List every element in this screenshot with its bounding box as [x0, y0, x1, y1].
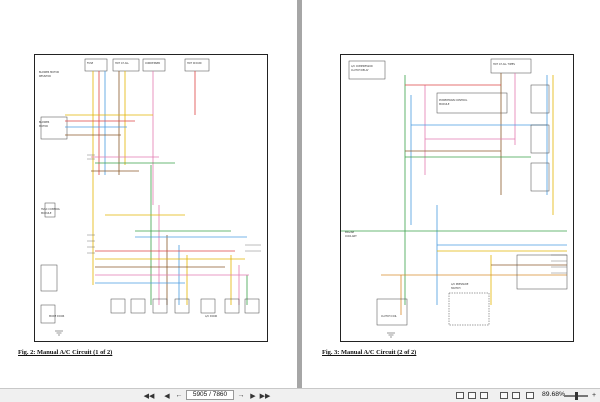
back-icon[interactable]: ← — [175, 392, 183, 399]
first-page-icon[interactable]: ◀◀ — [143, 392, 155, 400]
svg-text:MODE DOOR: MODE DOOR — [49, 315, 65, 318]
diagram-sheet-left: FUSE HOT AT ALL CONDENSER HOT IN RUN BLOWE… — [34, 54, 268, 342]
svg-text:POWERTRAIN CONTROL: POWERTRAIN CONTROL — [439, 99, 468, 102]
svg-text:A/C DOOR: A/C DOOR — [205, 315, 217, 318]
svg-text:CLUTCH COIL: CLUTCH COIL — [381, 315, 397, 318]
figure-caption-left: Fig. 2: Manual A/C Circuit (1 of 2) — [18, 349, 113, 356]
document-viewport[interactable]: FUSE HOT AT ALL CONDENSER HOT IN RUN BLOWE… — [0, 0, 600, 388]
single-page-icon[interactable] — [456, 392, 464, 399]
svg-text:CLUTCH RELAY: CLUTCH RELAY — [351, 69, 369, 72]
next-page-icon[interactable]: ▶ — [250, 392, 256, 400]
svg-text:FUSE: FUSE — [87, 62, 94, 65]
svg-text:BLOWER: BLOWER — [39, 121, 50, 124]
fit-page-icon[interactable] — [512, 392, 520, 399]
zoom-level: 89.68% — [542, 391, 566, 398]
forward-icon[interactable]: → — [237, 392, 245, 399]
scroll-icon[interactable] — [480, 392, 488, 399]
svg-text:ENGINE: ENGINE — [345, 231, 355, 234]
svg-text:HOT IN RUN: HOT IN RUN — [187, 62, 202, 65]
zoom-slider-handle[interactable] — [575, 392, 578, 400]
two-page-icon[interactable] — [468, 392, 476, 399]
svg-text:BLOWER MOTOR: BLOWER MOTOR — [39, 71, 59, 74]
prev-page-icon[interactable]: ◀ — [164, 392, 170, 400]
status-bar: ◀◀ ◀ ← → ▶ ▶▶ 89.68% + — [0, 388, 600, 402]
svg-text:MODULE: MODULE — [41, 212, 52, 215]
svg-text:A/C PRESSURE: A/C PRESSURE — [451, 283, 469, 286]
zoom-out-icon[interactable] — [526, 392, 534, 399]
zoom-in-icon[interactable]: + — [591, 392, 597, 399]
svg-text:CONDENSER: CONDENSER — [145, 62, 161, 65]
fit-width-icon[interactable] — [500, 392, 508, 399]
figure-caption-right: Fig. 3: Manual A/C Circuit (2 of 2) — [322, 349, 417, 356]
page-left: FUSE HOT AT ALL CONDENSER HOT IN RUN BLOWE… — [0, 0, 297, 388]
svg-text:HVAC CONTROL: HVAC CONTROL — [41, 208, 61, 211]
svg-text:MODULE: MODULE — [439, 103, 450, 106]
svg-text:MOTOR: MOTOR — [39, 125, 48, 128]
svg-text:A/C COMPRESSOR: A/C COMPRESSOR — [351, 65, 373, 68]
svg-text:COOLANT: COOLANT — [345, 235, 357, 238]
last-page-icon[interactable]: ▶▶ — [259, 392, 271, 400]
page-number-input[interactable] — [186, 390, 234, 400]
svg-text:SWITCH: SWITCH — [451, 287, 461, 290]
wiring-diagram-left: FUSE HOT AT ALL CONDENSER HOT IN RUN BLOWE… — [35, 55, 267, 341]
svg-text:HOT AT ALL TIMES: HOT AT ALL TIMES — [493, 63, 515, 66]
svg-text:HOT AT ALL: HOT AT ALL — [115, 62, 130, 65]
svg-text:RESISTOR: RESISTOR — [39, 75, 51, 78]
